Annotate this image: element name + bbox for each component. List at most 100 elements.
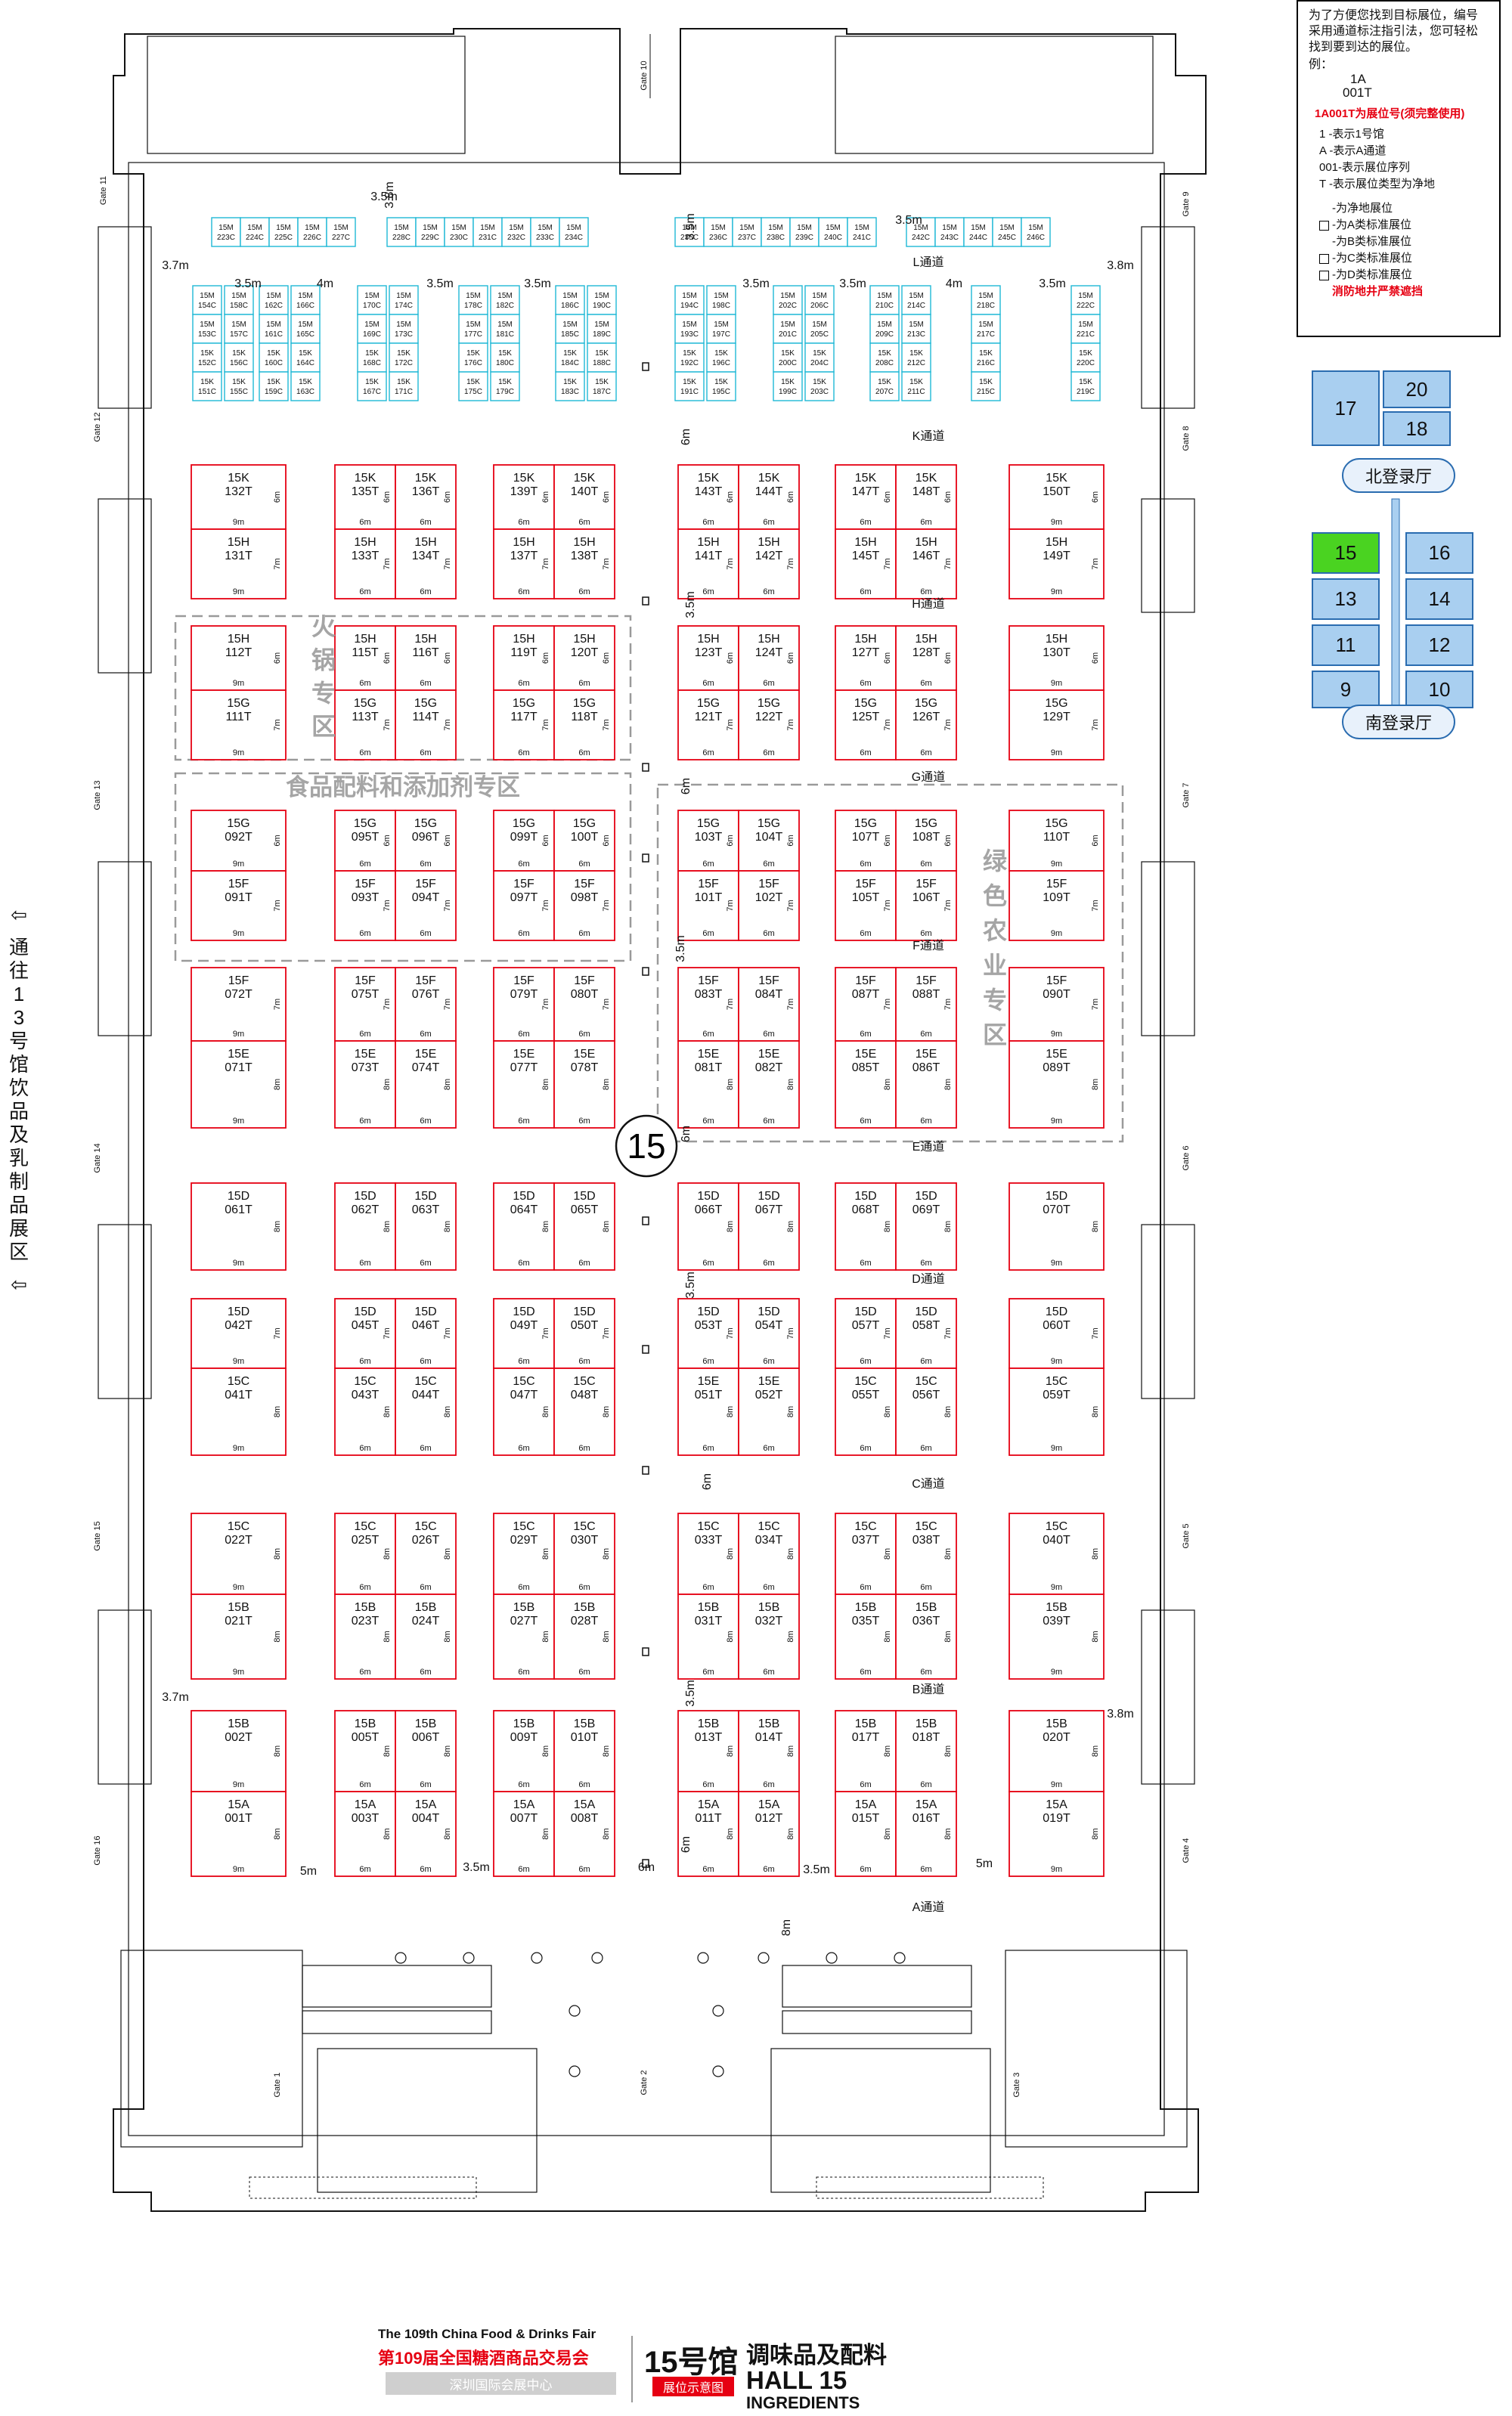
hall-tile-15-current[interactable]: 15: [1312, 532, 1380, 574]
hall-tile-20[interactable]: 20: [1383, 370, 1451, 408]
hall-tile-14[interactable]: 14: [1405, 578, 1473, 620]
hall-tile-10[interactable]: 10: [1405, 671, 1473, 708]
